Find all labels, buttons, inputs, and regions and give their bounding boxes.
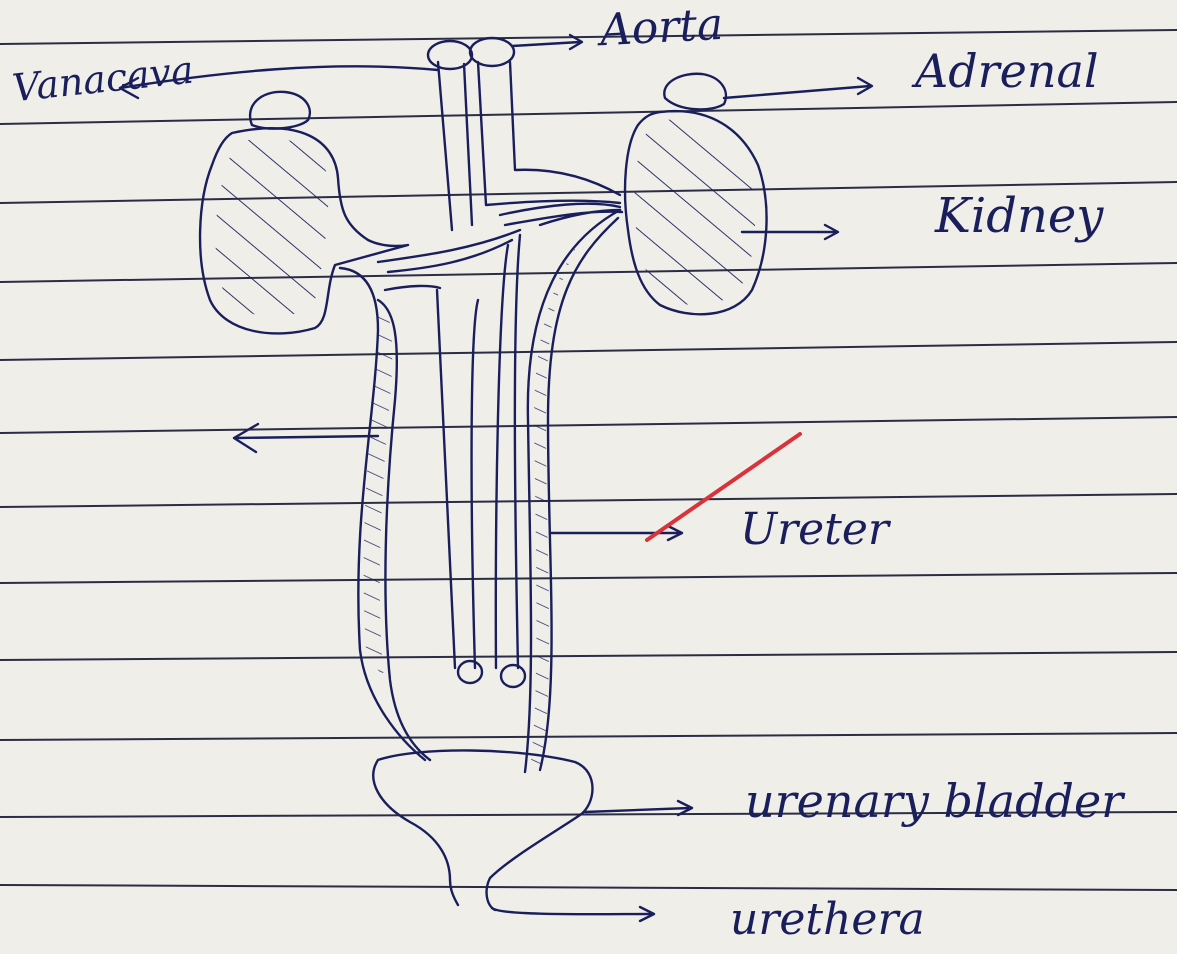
vena-cava-vessel <box>438 62 472 230</box>
left-adrenal <box>250 92 310 129</box>
left-kidney-hatch <box>215 138 328 317</box>
kidney-label: Kidney <box>935 192 1103 240</box>
urethra-leader <box>492 908 652 914</box>
urinary-bladder-label: urenary bladder <box>745 778 1123 824</box>
aorta-label: Aorta <box>599 3 724 53</box>
right-kidney-hatch <box>635 120 756 306</box>
vessel-end-right <box>501 665 525 687</box>
left-renal-vessels <box>378 230 520 290</box>
adrenal-label: Adrenal <box>915 48 1099 94</box>
aorta-vessel <box>478 62 620 205</box>
bladder-leader <box>585 808 690 812</box>
vessel-end-left <box>458 661 482 683</box>
aorta-top <box>470 38 514 66</box>
urethra-label: urethera <box>730 898 925 942</box>
right-renal-vessels <box>500 204 622 225</box>
ureter-label: Ureter <box>740 508 889 552</box>
left-pointer-leader <box>236 436 378 438</box>
aorta-leader <box>512 42 580 46</box>
vena-cava-top <box>428 41 472 69</box>
adrenal-leader <box>724 86 870 98</box>
ruled-lines <box>0 30 1177 890</box>
right-adrenal <box>664 74 726 110</box>
